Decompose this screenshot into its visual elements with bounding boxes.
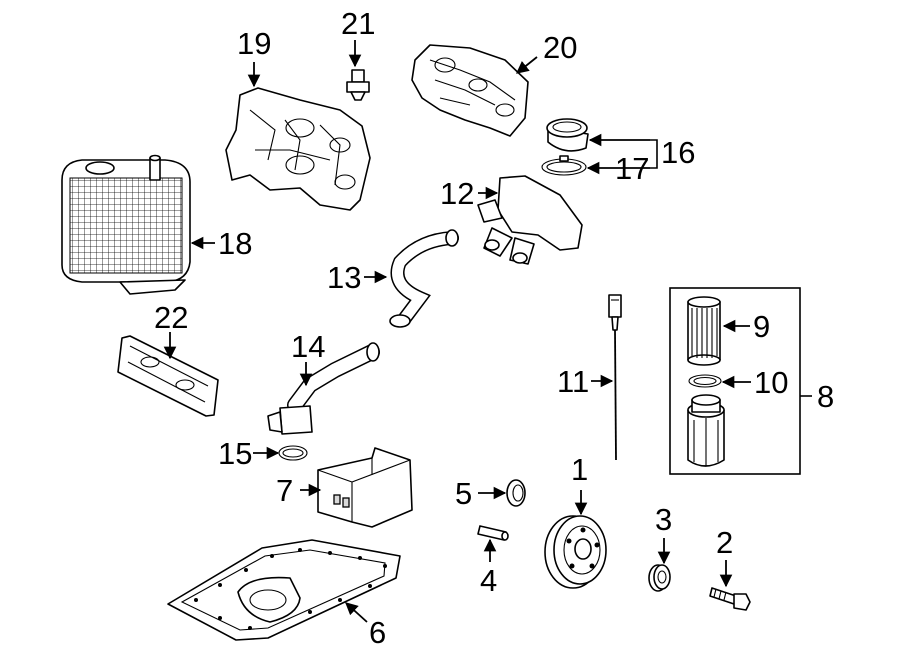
oil-filter-kit-box (669, 287, 801, 475)
callout-7: 7 (276, 473, 293, 508)
filter-o-ring-part (688, 374, 722, 388)
callout-10: 10 (754, 365, 788, 400)
callout-3: 3 (655, 502, 672, 537)
crank-seal-part (506, 479, 526, 507)
callout-12: 12 (440, 176, 474, 211)
callout-17: 17 (615, 151, 649, 186)
oil-hose-part (389, 229, 459, 328)
crank-pulley-part (544, 515, 607, 589)
callout-8: 8 (817, 379, 834, 414)
callout-22: 22 (154, 300, 188, 335)
cap-seal-part (541, 155, 587, 176)
oil-cap-part (546, 118, 589, 152)
bolt-part (709, 587, 751, 611)
callout-15: 15 (218, 436, 252, 471)
callout-18: 18 (218, 226, 252, 261)
filter-housing-part (687, 394, 725, 467)
callout-4: 4 (480, 563, 497, 598)
callout-9: 9 (753, 309, 770, 344)
callout-11: 11 (557, 364, 589, 399)
o-ring-part (278, 445, 308, 461)
callout-14: 14 (291, 329, 325, 364)
sensor-part (346, 69, 370, 101)
callout-20: 20 (543, 30, 577, 65)
filter-element-part (687, 296, 721, 366)
dipstick-part (608, 294, 622, 461)
callout-21: 21 (341, 6, 375, 41)
intake-manifold-part (411, 44, 529, 137)
filler-housing-part (477, 175, 583, 265)
valve-cover-part (225, 87, 371, 211)
callout-labels: 21 19 20 16 17 12 18 13 22 9 14 11 10 8 … (154, 6, 834, 650)
baffle-part (317, 447, 413, 528)
callout-13: 13 (327, 260, 361, 295)
callout-6: 6 (369, 615, 386, 650)
callout-5: 5 (455, 476, 472, 511)
oil-pan-gasket-part (167, 539, 401, 641)
callout-16: 16 (661, 135, 695, 170)
callout-19: 19 (237, 26, 271, 61)
callout-2: 2 (716, 525, 733, 560)
heat-shield-part (117, 335, 219, 417)
callout-1: 1 (571, 452, 588, 487)
washer-part (648, 564, 671, 592)
dowel-pin-part (477, 525, 509, 541)
leader-lines (163, 40, 812, 623)
oil-cooler-part (61, 154, 191, 295)
oil-pipe-part (267, 342, 380, 435)
